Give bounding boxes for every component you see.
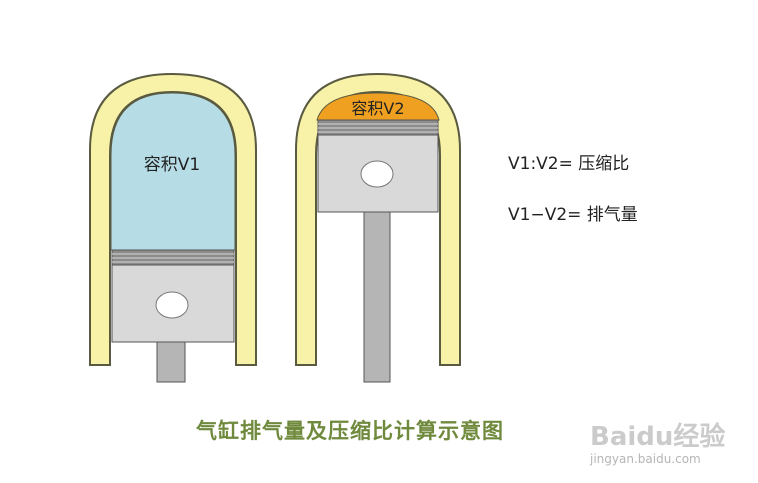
right-volume-label: 容积V2 bbox=[351, 99, 404, 118]
left-piston-pin-hole bbox=[155, 291, 189, 319]
watermark-logo: Baidu经验 bbox=[590, 422, 726, 452]
left-volume-label: 容积V1 bbox=[144, 155, 200, 175]
left-connecting-rod bbox=[156, 341, 186, 383]
right-volume-v2 bbox=[316, 92, 440, 121]
right-piston-pin-hole bbox=[360, 160, 394, 188]
right-piston bbox=[317, 119, 439, 213]
left-cylinder-wall bbox=[89, 72, 257, 366]
right-cylinder: 容积V2 bbox=[295, 72, 461, 383]
left-piston bbox=[111, 249, 235, 343]
right-connecting-rod bbox=[363, 211, 391, 383]
compression-ratio-formula: V1:V2= 压缩比 bbox=[508, 154, 630, 174]
watermark-url: jingyan.baidu.com bbox=[590, 452, 701, 466]
left-cylinder: 容积V1 bbox=[89, 72, 257, 383]
left-volume-v1 bbox=[110, 92, 236, 251]
displacement-formula: V1−V2= 排气量 bbox=[508, 205, 638, 225]
diagram-caption: 气缸排气量及压缩比计算示意图 bbox=[196, 419, 504, 443]
